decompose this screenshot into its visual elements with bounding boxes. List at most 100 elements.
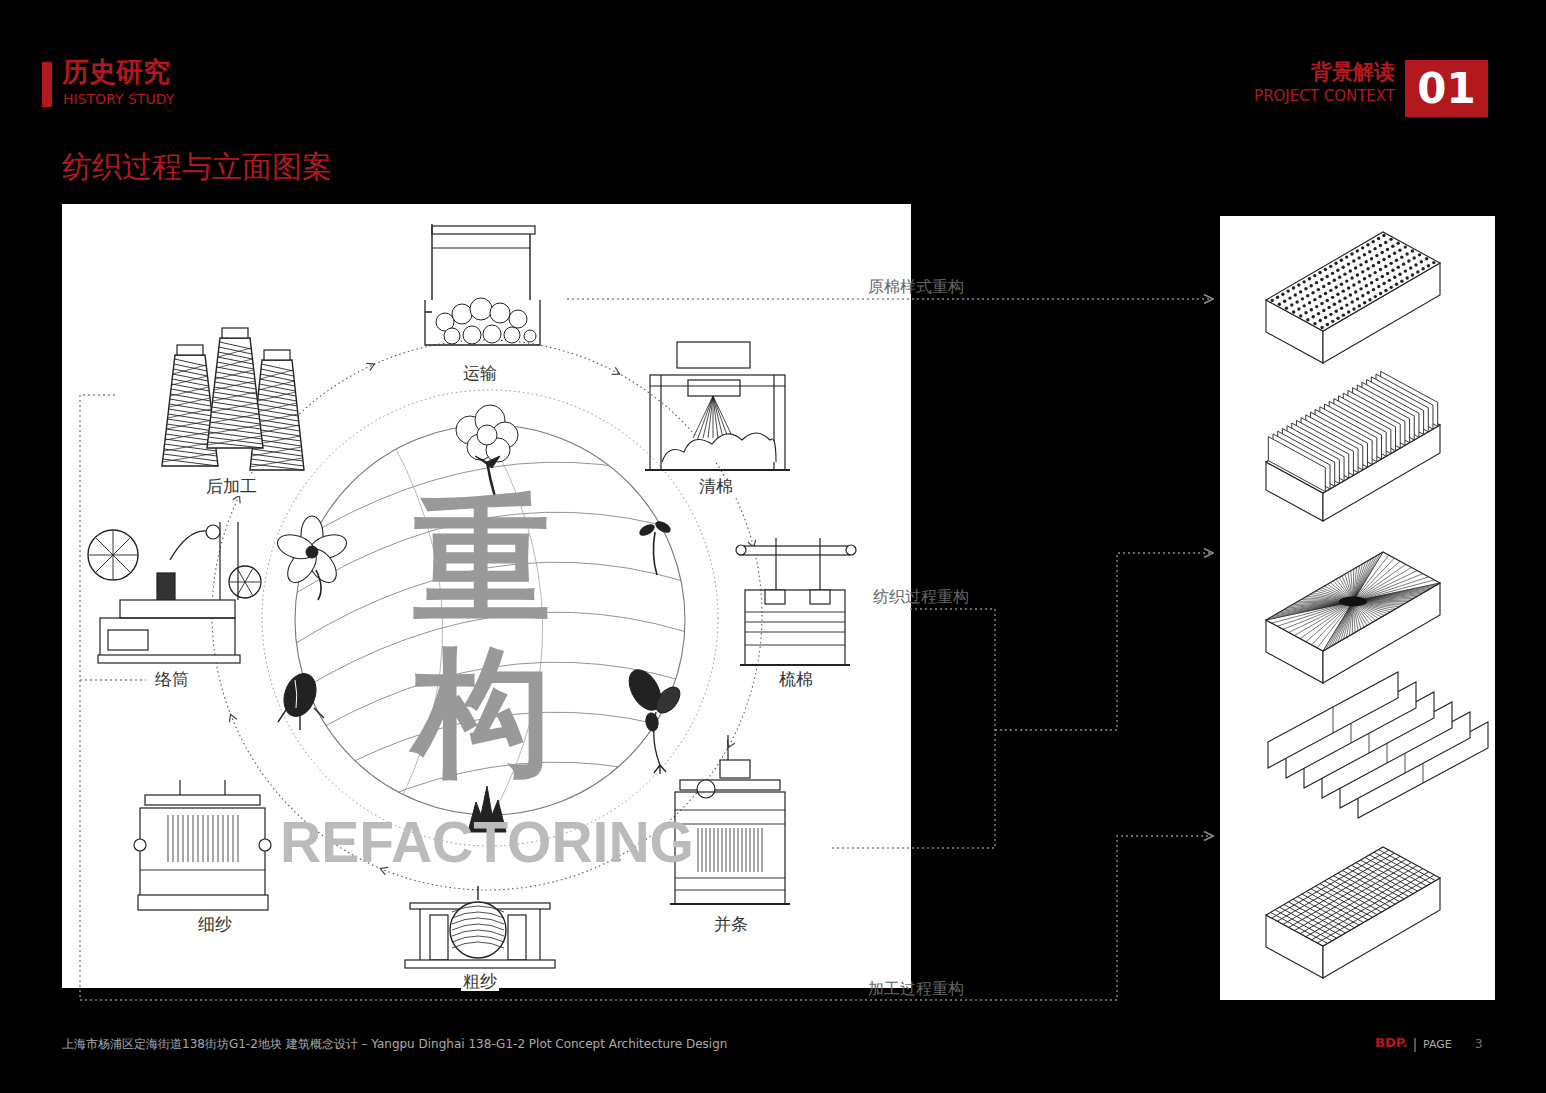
carding-machine-illustration [740, 664, 850, 666]
facade-pattern-block [1339, 597, 1367, 607]
facade-pattern-block [1421, 267, 1424, 270]
drawing-frame-illustration [720, 760, 750, 778]
facade-pattern-block [1317, 288, 1320, 291]
spinning-frame-illustration [213, 815, 214, 862]
transport-illustration [490, 303, 510, 323]
roving-frame-illustration [452, 906, 504, 912]
facade-pattern-block [1297, 307, 1300, 310]
facade-pattern-block [1363, 301, 1366, 304]
accent-bar [42, 62, 52, 107]
facade-pattern-block [1420, 260, 1423, 263]
facade-pattern-block [1405, 276, 1408, 279]
winding-machine-illustration [245, 569, 253, 582]
facade-pattern-block [1333, 303, 1336, 306]
process-label: 后加工 [204, 476, 259, 496]
facade-pattern-block [1350, 252, 1353, 255]
facade-pattern-block [1290, 303, 1293, 306]
facade-pattern-block [1343, 272, 1346, 275]
facade-pattern-block [1353, 577, 1429, 602]
watermark: 重构 [413, 485, 551, 789]
facade-pattern-block [1334, 262, 1337, 265]
finished-yarn-illustration [209, 425, 261, 434]
facade-pattern-block [1389, 238, 1392, 241]
facade-pattern-block [1327, 282, 1330, 285]
facade-pattern-block [1324, 292, 1327, 295]
chapter-title: 背景解读 [1311, 60, 1395, 85]
facade-pattern-block [1278, 303, 1281, 306]
facade-pattern-block [1372, 240, 1375, 243]
finished-yarn-illustration [207, 338, 263, 448]
facade-pattern-block [1331, 272, 1334, 275]
facade-pattern-block [1311, 291, 1314, 294]
facade-pattern-block [1313, 298, 1316, 301]
drawing-frame-illustration [718, 828, 719, 872]
facade-pattern-block [1336, 317, 1339, 320]
globe [270, 412, 710, 860]
winding-machine-illustration [96, 538, 113, 555]
facade-pattern-block [1319, 319, 1322, 322]
facade-pattern-block [1334, 286, 1337, 289]
spinning-frame-illustration [145, 795, 260, 805]
facade-pattern-block [1379, 244, 1382, 247]
facade-pattern-block [1366, 291, 1369, 294]
facade-pattern-block [1353, 574, 1423, 602]
facade-pattern-block [1336, 269, 1339, 272]
opening-machine-illustration [713, 396, 733, 438]
facade-pattern-block [1357, 256, 1360, 259]
facade-pattern-block [1281, 293, 1284, 296]
facade-pattern-block [1285, 306, 1288, 309]
facade-pattern-block [1318, 295, 1321, 298]
box-text: 01 [1417, 64, 1475, 113]
facade-pattern-block [1391, 245, 1394, 248]
opening-machine-illustration [708, 396, 713, 438]
process-cycle [212, 340, 762, 890]
facade-pattern-block [1398, 248, 1401, 251]
footer-separator [1415, 1038, 1416, 1052]
cotton-plant [645, 712, 660, 732]
facade-pattern-block [1393, 252, 1396, 255]
facade-pattern-block [1389, 262, 1392, 265]
finished-yarn-illustration [170, 387, 209, 396]
facade-pattern-block [1289, 859, 1406, 927]
carding-machine-illustration [745, 590, 845, 665]
facade-pattern-block [1324, 316, 1327, 319]
facade-pattern-block [1345, 279, 1348, 282]
facade-pattern-block [1366, 243, 1369, 246]
winding-machine-illustration [113, 555, 130, 572]
chapter-subtitle: PROJECT CONTEXT [1254, 87, 1395, 105]
transport-illustration [463, 326, 481, 344]
facade-pattern-block [1347, 262, 1350, 265]
drawing-frame-illustration [706, 828, 707, 872]
process-label: 细纱 [196, 914, 234, 934]
opening-machine-illustration [713, 396, 728, 438]
section-subtitle: HISTORY STUDY [63, 91, 174, 108]
facade-pattern-block [1276, 296, 1279, 299]
facade-pattern-block [1398, 272, 1401, 275]
facade-pattern-block [1349, 269, 1352, 272]
facade-pattern-block [1300, 866, 1417, 934]
winding-machine-illustration [238, 569, 246, 582]
process-label: 络筒 [153, 669, 191, 689]
facade-pattern-block [1356, 273, 1359, 276]
footer-text: 上海市杨浦区定海街道138街坊G1-2地块 建筑概念设计 – Yangpu Di… [62, 1037, 727, 1051]
drawing-frame-illustration [746, 828, 747, 872]
finished-yarn-illustration [173, 365, 206, 374]
facade-pattern-block [1372, 264, 1375, 267]
spinning-frame-illustration [224, 780, 225, 795]
facade-pattern-block [1320, 326, 1323, 329]
facade-pattern-block [1312, 602, 1353, 645]
white-panel [1220, 216, 1495, 1000]
facade-pattern-block [1354, 290, 1357, 293]
facade-pattern-block [1299, 290, 1302, 293]
drawing-frame-illustration [754, 828, 755, 872]
facade-pattern-block [1331, 296, 1334, 299]
cotton-plant [654, 520, 672, 535]
facade-pattern-block [1327, 306, 1330, 309]
facade-pattern-block [1373, 271, 1376, 274]
facade-pattern-block [1345, 303, 1348, 306]
facade-pattern-block [1311, 315, 1314, 318]
facade-pattern-block [1356, 297, 1359, 300]
facade-pattern-block [1396, 242, 1399, 245]
finished-yarn-illustration [207, 436, 261, 445]
